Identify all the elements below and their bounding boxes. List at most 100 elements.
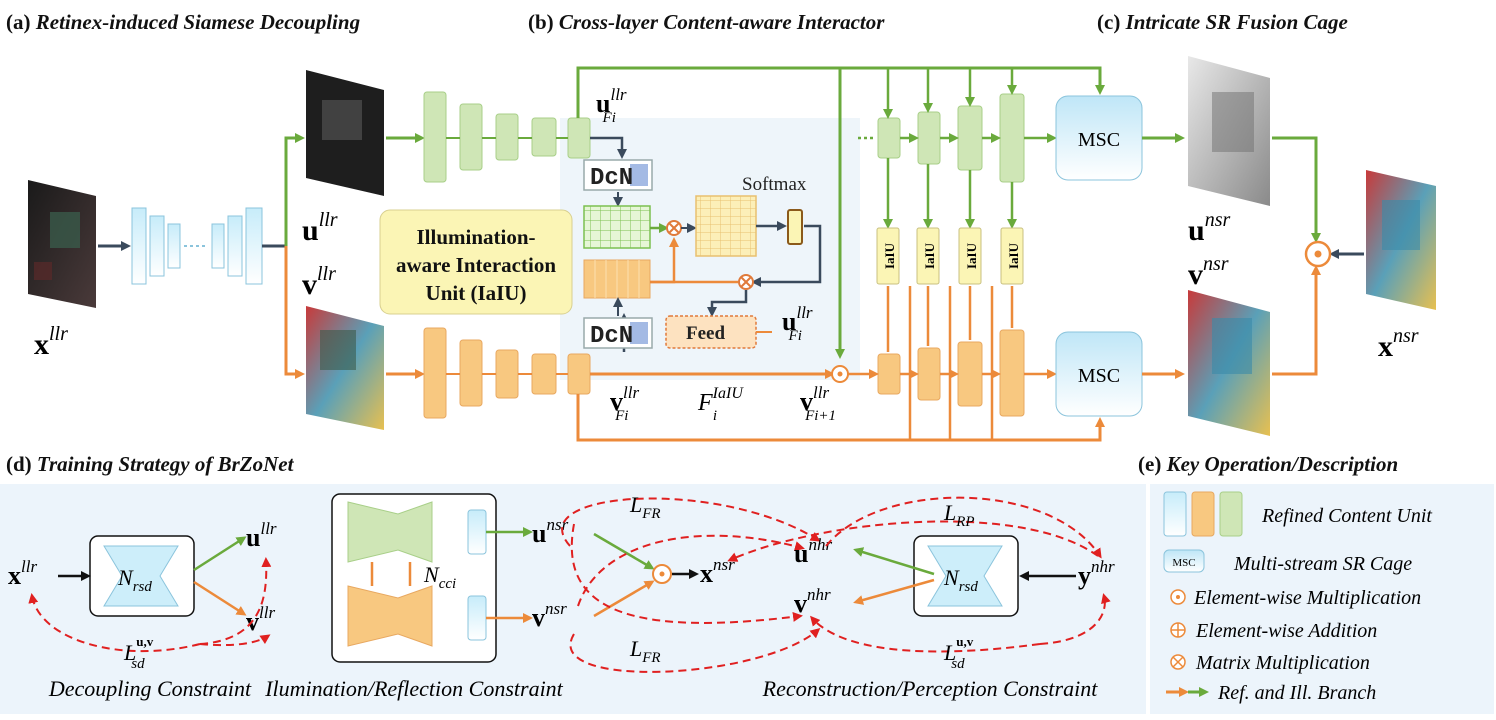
arrow-to-u-llr (284, 133, 305, 246)
legend-elem-add-icon (1170, 622, 1186, 638)
iaiu-small-3: IaIU (964, 242, 979, 269)
feed-label: Feed (686, 323, 725, 344)
image-v-nsr (1188, 290, 1270, 436)
softmax-label: Softmax (742, 174, 807, 195)
label-L-RP: LRP (943, 500, 975, 530)
arrow-train-u (193, 536, 247, 572)
recon-net-shape (927, 545, 1003, 607)
orange-cage-links (848, 286, 1057, 440)
dash-fr-top (561, 497, 821, 547)
arrow-to-v-llr (284, 246, 305, 379)
softmax-block (787, 209, 803, 245)
matrix-mult-1 (666, 220, 682, 236)
legend-refined-label: Refined Content Unit (1261, 505, 1432, 527)
image-v-llr (306, 306, 384, 430)
label-L-FR-top: LFR (629, 492, 661, 522)
label-u-nsr: unsr (1188, 209, 1230, 247)
label-train-x-llr: xllr (8, 557, 37, 590)
section-b-title: (b) Cross-layer Content-aware Interactor (528, 10, 885, 34)
dcn-top-label: DcN (590, 165, 633, 192)
msc-bottom-label: MSC (1078, 365, 1120, 387)
dash-sd-to-v (199, 634, 271, 647)
iaiu-box-line2: aware Interaction (396, 253, 556, 277)
label-v-nsr: vnsr (1188, 253, 1229, 291)
matrix-mult-2 (738, 274, 754, 290)
label-N-cci: Ncci (423, 562, 456, 592)
legend-elem-mult-icon (1170, 589, 1186, 605)
dash-fr-bottom (569, 628, 821, 673)
illum-green-net (347, 501, 433, 563)
dash-sd-to-x (28, 593, 201, 653)
train-elem-mult (652, 564, 672, 584)
attention-map (695, 195, 757, 257)
iaiu-small-1: IaIU (882, 242, 897, 269)
arrow-v-nsr-to-mult (1272, 265, 1321, 376)
arrow-mm2-to-feed (707, 290, 748, 317)
arrow-softmax-to-mm2 (751, 224, 822, 287)
arrow-vnsr-to-mult (593, 580, 655, 618)
elem-mult-circle (831, 365, 849, 383)
dash-rp-back (727, 520, 1099, 562)
arrow-to-dcn-top (590, 136, 627, 159)
dcn-top-highlight (630, 164, 648, 186)
illum-caption: Ilumination/Reflection Constraint (264, 676, 563, 701)
legend-branch-label: Ref. and Ill. Branch (1217, 682, 1376, 704)
legend-matrix-mult-icon (1170, 654, 1186, 670)
dash-fr-cross1 (570, 523, 803, 624)
label-train-v-nhr: vnhr (794, 585, 831, 618)
dash-rp (825, 496, 1102, 559)
legend-elem-add-label: Element-wise Addition (1195, 620, 1377, 642)
decoupling-caption: Decoupling Constraint (48, 676, 252, 701)
iaiu-box-line3: Unit (IaIU) (426, 281, 527, 305)
green-feature-grid (583, 205, 651, 249)
label-L-FR-bottom: LFR (629, 636, 661, 666)
iaiu-description-box (379, 209, 573, 315)
section-d-title: (d) Training Strategy of BrZoNet (6, 452, 294, 476)
section-c-title: (c) Intricate SR Fusion Cage (1097, 10, 1348, 34)
section-a-title: (a) Retinex-induced Siamese Decoupling (6, 10, 361, 34)
label-v-llr: vllr (302, 263, 336, 301)
arrow-recon-u (853, 547, 935, 576)
label-N-rsd-1: Nrsd (117, 565, 152, 595)
label-train-y-nhr: ynhr (1078, 557, 1115, 590)
iaiu-small-4: IaIU (1006, 242, 1021, 269)
recon-caption: Reconstruction/Perception Constraint (762, 676, 1099, 701)
dash-fr-cross2 (577, 534, 805, 607)
iaiu-box-line1: Illumination- (416, 225, 535, 249)
legend-matrix-mult-label: Matrix Multiplication (1195, 652, 1370, 674)
iaiu-small-2: IaIU (922, 242, 937, 269)
label-N-rsd-2: Nrsd (943, 565, 978, 595)
legend-msc-chip-label: MSC (1172, 557, 1195, 569)
legend-refined-swatch (1163, 491, 1243, 537)
label-train-u-llr: ullr (246, 519, 277, 552)
final-elem-mult (1304, 240, 1332, 268)
image-x-nsr (1366, 170, 1436, 310)
image-u-nsr (1188, 56, 1270, 206)
legend-msc-chip (1163, 549, 1205, 573)
iaiu-small-blocks (876, 227, 1024, 285)
green-cage-links (883, 68, 1057, 229)
decoupling-network (131, 207, 263, 285)
label-x-llr: xllr (34, 323, 68, 361)
illum-orange-net (347, 585, 433, 647)
input-image-llr (28, 180, 96, 308)
dash-sd-to-u (199, 557, 272, 645)
illum-blue-top (467, 509, 487, 555)
legend-elem-mult-label: Element-wise Multiplication (1193, 587, 1421, 609)
arrow-train-v (193, 580, 247, 616)
dcn-bottom-label: DcN (590, 323, 633, 350)
decoupling-net-shape (103, 545, 179, 607)
illum-blue-bottom (467, 595, 487, 641)
orange-skip-line (576, 394, 1105, 442)
orange-content-units (423, 327, 591, 419)
arrow-u-nsr-to-mult (1272, 136, 1321, 243)
msc-top-label: MSC (1078, 129, 1120, 151)
orange-feature-grid-lines (594, 260, 640, 298)
